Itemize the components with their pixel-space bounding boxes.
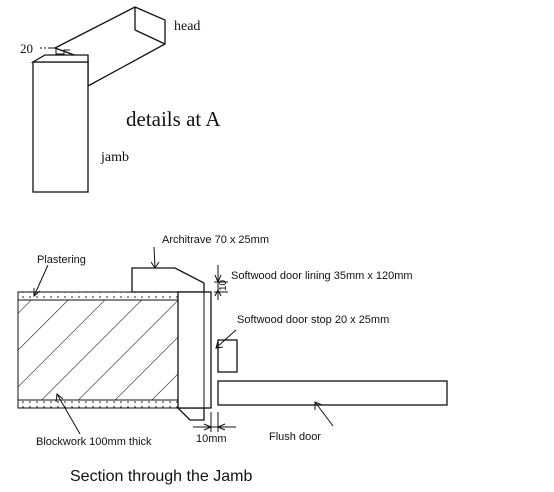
- architrave-label: Architrave 70 x 25mm: [162, 234, 269, 246]
- blockwork-arrow: [55, 393, 64, 403]
- plaster-bottom: [17, 399, 179, 409]
- dim-10mm-arrow-b: [216, 423, 226, 431]
- flush-door-label: Flush door: [269, 431, 321, 443]
- architrave-arrow: [150, 261, 160, 269]
- jamb-member-front: [32, 61, 89, 193]
- plastering-arrow: [33, 288, 41, 298]
- architrave-leader: [153, 246, 156, 269]
- jamb-label: jamb: [100, 150, 129, 165]
- jamb-section: [17, 246, 448, 435]
- architrave-top: [131, 267, 205, 293]
- dim-10mm-arrow-a: [203, 423, 213, 431]
- stop-arrow: [215, 340, 224, 349]
- head-jamb-isometric: [30, 6, 166, 193]
- head-label: head: [174, 19, 200, 34]
- flush-door-arrow: [314, 401, 323, 410]
- blockwork-hatch: [17, 299, 179, 401]
- dim-10-vert-arrow-b: [214, 288, 222, 297]
- flush-door: [217, 380, 448, 406]
- plaster-top: [17, 291, 179, 301]
- section-caption: Section through the Jamb: [70, 468, 252, 485]
- joint-notch: [48, 47, 70, 55]
- flush-door-leader: [314, 401, 334, 427]
- dim-20-label: 20: [20, 41, 33, 56]
- blockwork-label: Blockwork 100mm thick: [36, 436, 152, 448]
- head-edge-lower: [134, 29, 166, 45]
- plastering-leader: [33, 264, 49, 297]
- dim-10mm-label: 10mm: [196, 433, 227, 445]
- plastering-label: Plastering: [37, 254, 86, 266]
- dim-10-vertical-label: 10: [218, 279, 229, 291]
- door-stop-label: Softwood door stop 20 x 25mm: [237, 314, 389, 326]
- door-stop: [217, 339, 238, 373]
- stop-leader: [215, 329, 237, 349]
- door-lining-label: Softwood door lining 35mm x 120mm: [231, 270, 413, 282]
- door-lining: [177, 291, 212, 409]
- details-title: details at A: [126, 107, 221, 131]
- architrave-bottom: [176, 407, 205, 421]
- jamb-member-top: [30, 54, 89, 63]
- blockwork-leader: [56, 393, 81, 435]
